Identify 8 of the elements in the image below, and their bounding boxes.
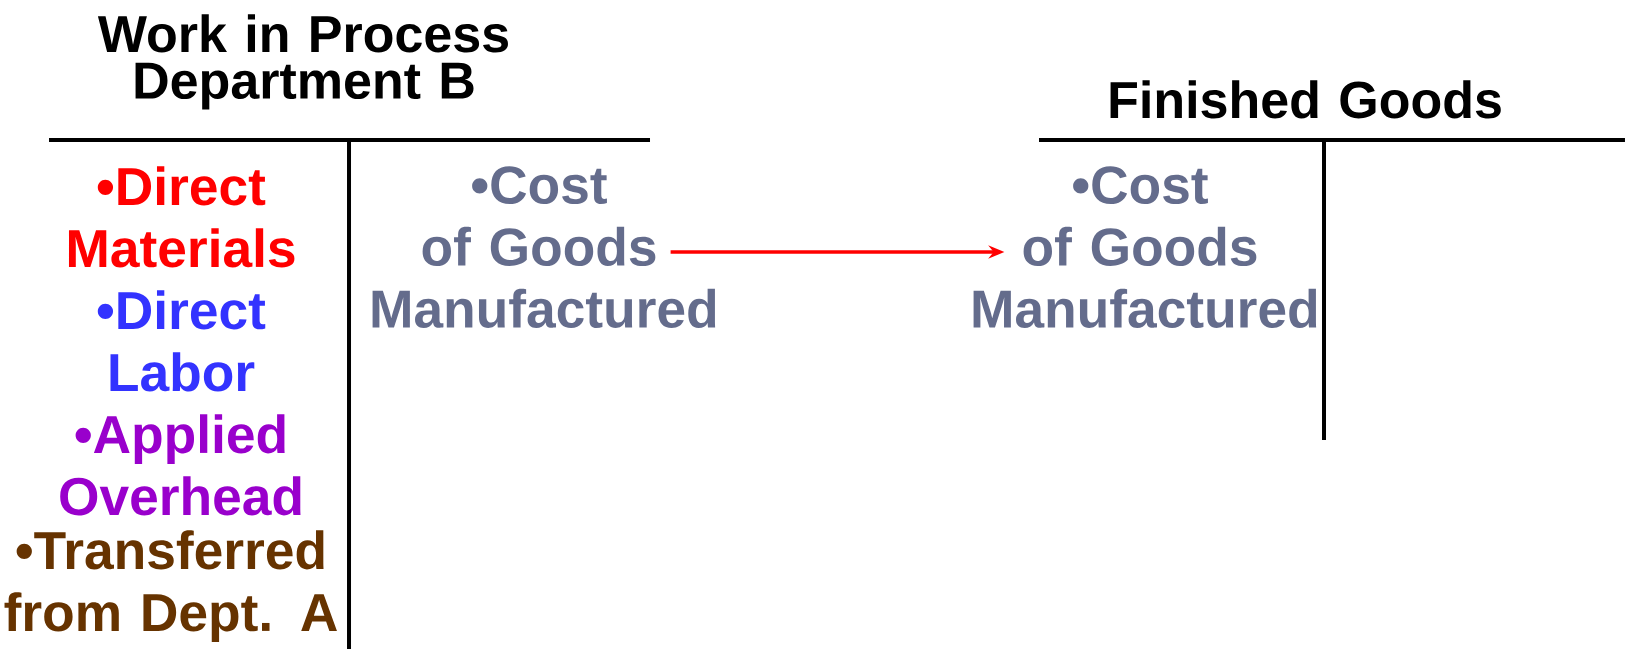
entry-text: •Direct Materials [69, 166, 295, 268]
account-title: Work in Process Department B [97, 14, 508, 110]
entry-text: •Direct Labor [97, 290, 266, 392]
entry-text: •Transferred from Dept. A [4, 530, 337, 642]
entry-text: •Cost of Goods Manufactured [372, 166, 716, 328]
entry-text: •Applied Overhead [60, 414, 301, 516]
account-title: Finished Goods [1110, 80, 1501, 119]
entry-text: •Cost of Goods Manufactured [973, 166, 1317, 328]
